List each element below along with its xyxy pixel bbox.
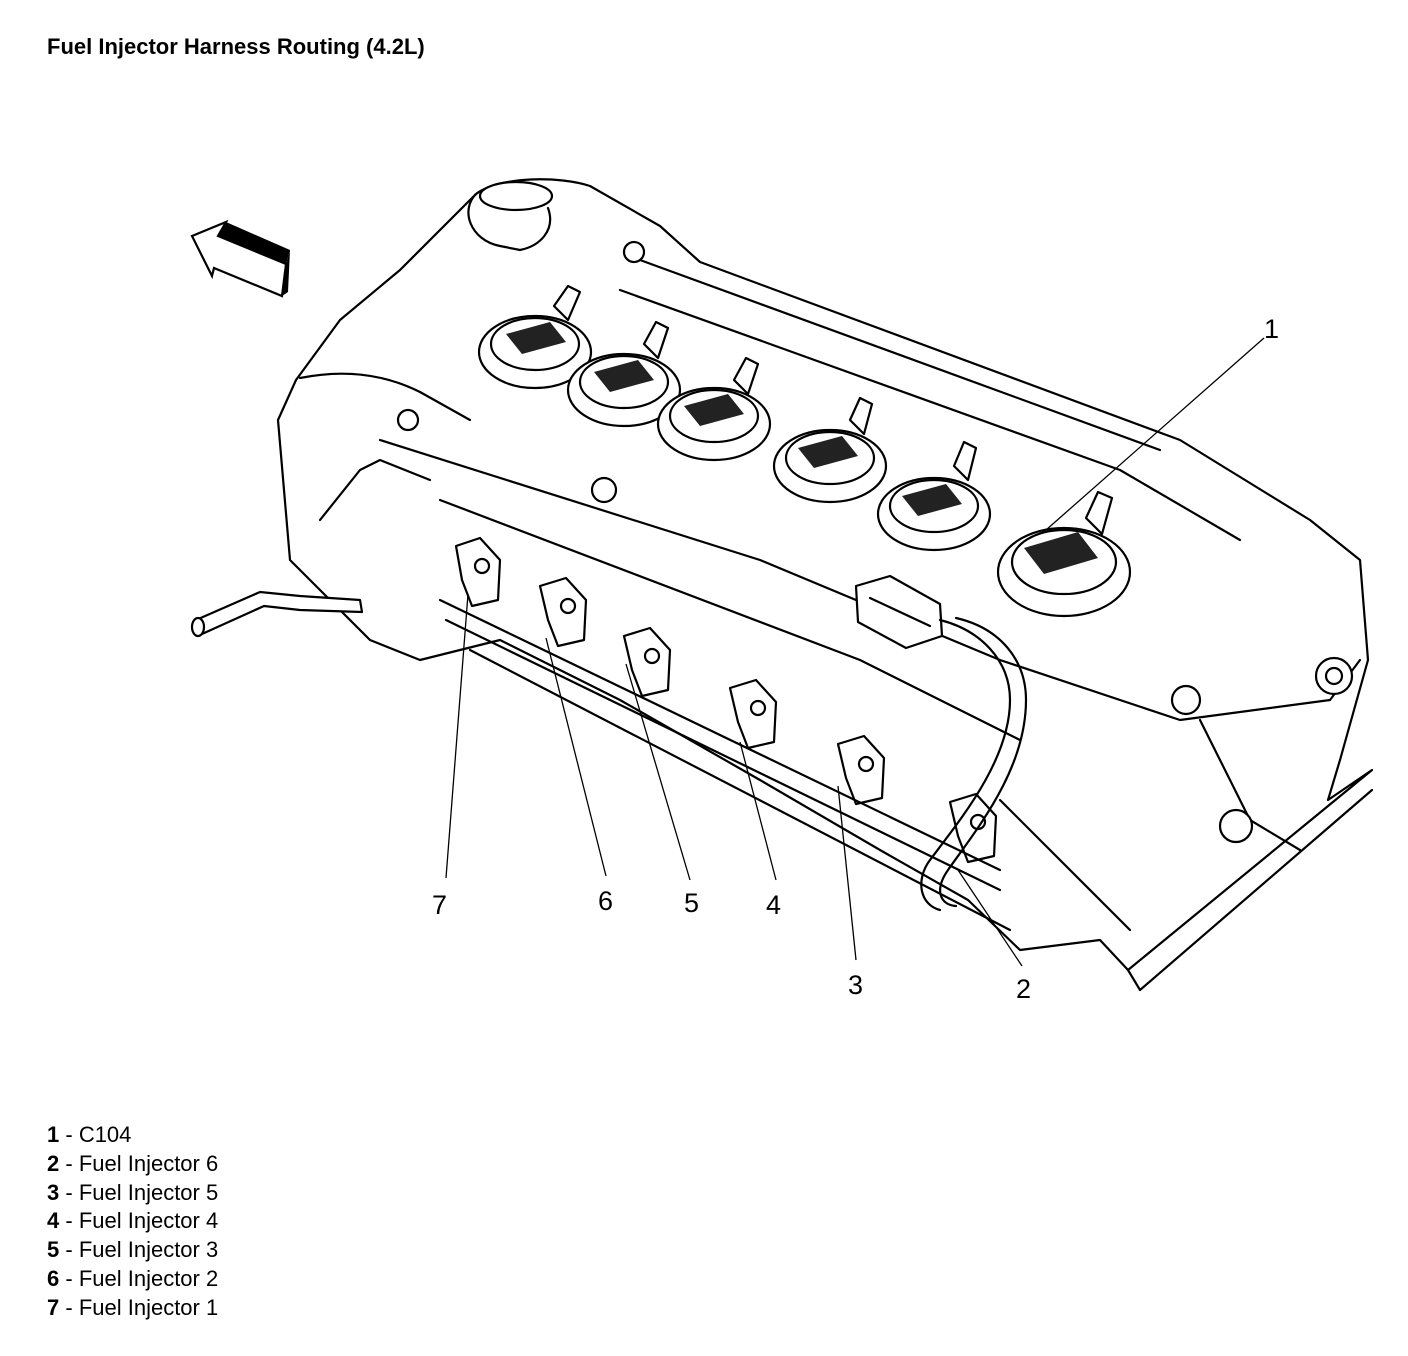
injector-connector-row [454,536,998,864]
legend-label: Fuel Injector 1 [78,1294,219,1320]
legend: 1 - C104 2 - Fuel Injector 6 3 - Fuel In… [47,1121,218,1323]
legend-item: 3 - Fuel Injector 5 [47,1179,219,1205]
callout-7: 7 [432,890,447,920]
fuel-rail [190,590,1012,932]
legend-label: Fuel Injector 4 [78,1208,219,1234]
diagram-title: Fuel Injector Harness Routing (4.2L) [47,34,425,59]
legend-item: 7 - Fuel Injector 1 [47,1294,219,1320]
legend-number: 6 [47,1265,60,1291]
legend-label: Fuel Injector 5 [78,1179,219,1205]
legend-item: 4 - Fuel Injector 4 [47,1208,219,1234]
legend-number: 4 [47,1208,60,1234]
leader-line [445,593,469,879]
leader-line [625,663,691,881]
front-arrow-icon [190,219,290,298]
legend-number: 7 [47,1294,60,1320]
legend-number: 5 [47,1237,60,1263]
legend-item: 5 - Fuel Injector 3 [47,1237,219,1263]
leader-line [957,869,1023,967]
intake-manifold [276,178,1374,992]
ignition-coil-row [477,284,1132,618]
legend-label: Fuel Injector 3 [78,1237,219,1263]
injector-connector [454,536,502,608]
legend-label: Fuel Injector 6 [78,1150,219,1176]
leader-lines [445,337,1265,967]
injector-connector [622,626,672,698]
ignition-coil [477,284,593,390]
legend-label: C104 [78,1122,132,1147]
callout-5: 5 [684,888,699,918]
leader-line [837,785,857,961]
legend-item: 2 - Fuel Injector 6 [47,1150,219,1176]
callout-2: 2 [1016,974,1031,1004]
ignition-coil [876,440,992,552]
callout-4: 4 [766,890,781,920]
legend-number: 3 [47,1179,60,1205]
wiring-harness [920,616,1028,912]
c104-connector [854,574,944,650]
ignition-coil [566,320,682,428]
ignition-coil [772,396,888,504]
legend-number: 2 [47,1150,60,1176]
leader-line [1045,337,1265,531]
legend-label: Fuel Injector 2 [78,1265,219,1291]
injector-connector [728,678,778,750]
injector-connector [836,734,886,806]
callout-3: 3 [848,970,863,1000]
leader-line [545,637,607,877]
ignition-coil [656,356,772,462]
ignition-coil [996,490,1132,618]
callout-6: 6 [598,886,613,916]
legend-item: 6 - Fuel Injector 2 [47,1265,219,1291]
legend-number: 1 [47,1122,60,1147]
legend-item: 1 - C104 [47,1122,132,1147]
leader-line [739,741,777,881]
callout-1: 1 [1264,314,1279,344]
injector-connector [538,576,588,648]
